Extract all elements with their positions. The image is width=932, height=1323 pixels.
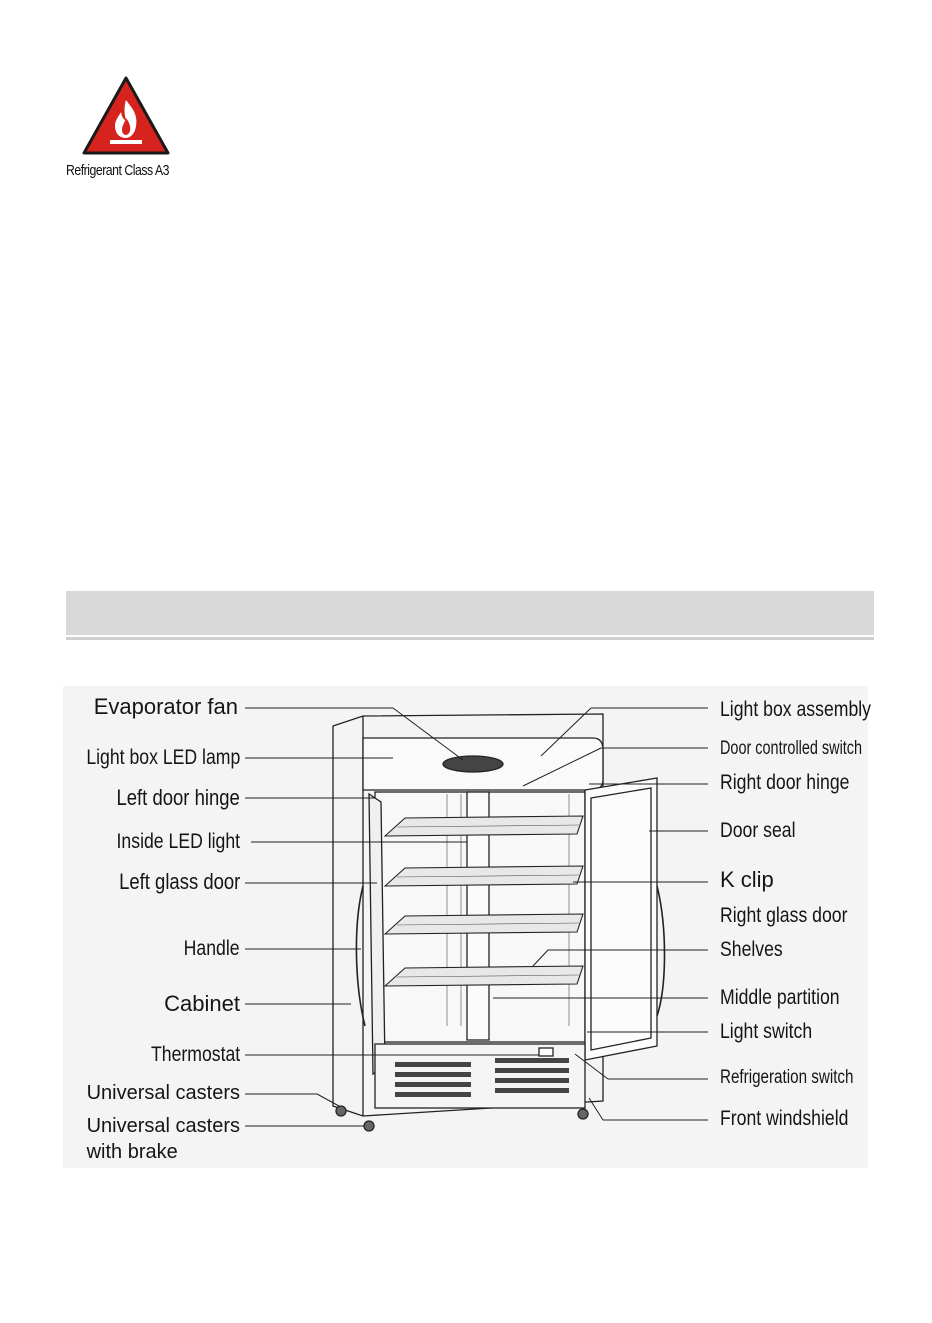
label-front-windshield: Front windshield [720,1107,849,1130]
section-divider [66,637,874,640]
flammable-warning-icon [82,76,170,155]
label-light-box-led-lamp: Light box LED lamp [86,746,240,769]
section-header-bar [66,591,874,638]
warning-caption: Refrigerant Class A3 [66,162,169,179]
evaporator-fan-unit [442,755,504,773]
right-door [584,777,658,1061]
label-k-clip: K clip [720,867,774,892]
label-universal-casters-brake-line2: with brake [86,1141,178,1163]
label-door-seal: Door seal [720,819,796,842]
label-refrigeration-switch: Refrigeration switch [720,1067,854,1088]
refrigerator-diagram: Evaporator fan Light box LED lamp Left d… [63,686,872,1168]
label-middle-partition: Middle partition [720,986,840,1009]
label-right-glass-door: Right glass door [720,904,848,927]
label-left-glass-door: Left glass door [118,869,240,894]
label-evaporator-fan: Evaporator fan [93,694,238,719]
label-handle: Handle [184,937,240,960]
label-left-door-hinge: Left door hinge [116,785,240,810]
label-thermostat: Thermostat [150,1043,240,1066]
refrigerator-drawing [245,707,708,1132]
label-shelves: Shelves [720,938,783,961]
label-universal-casters: Universal casters [86,1082,240,1104]
label-inside-led-light: Inside LED light [116,830,240,853]
label-light-box-assembly: Light box assembly [720,698,872,721]
label-light-switch: Light switch [720,1020,813,1043]
label-door-controlled-switch: Door controlled switch [720,738,863,759]
label-right-door-hinge: Right door hinge [720,771,850,794]
label-universal-casters-with-brake: Universal casters with brake [87,1116,240,1162]
label-cabinet: Cabinet [164,991,240,1016]
label-universal-casters-brake-line1: Universal casters [86,1115,240,1137]
